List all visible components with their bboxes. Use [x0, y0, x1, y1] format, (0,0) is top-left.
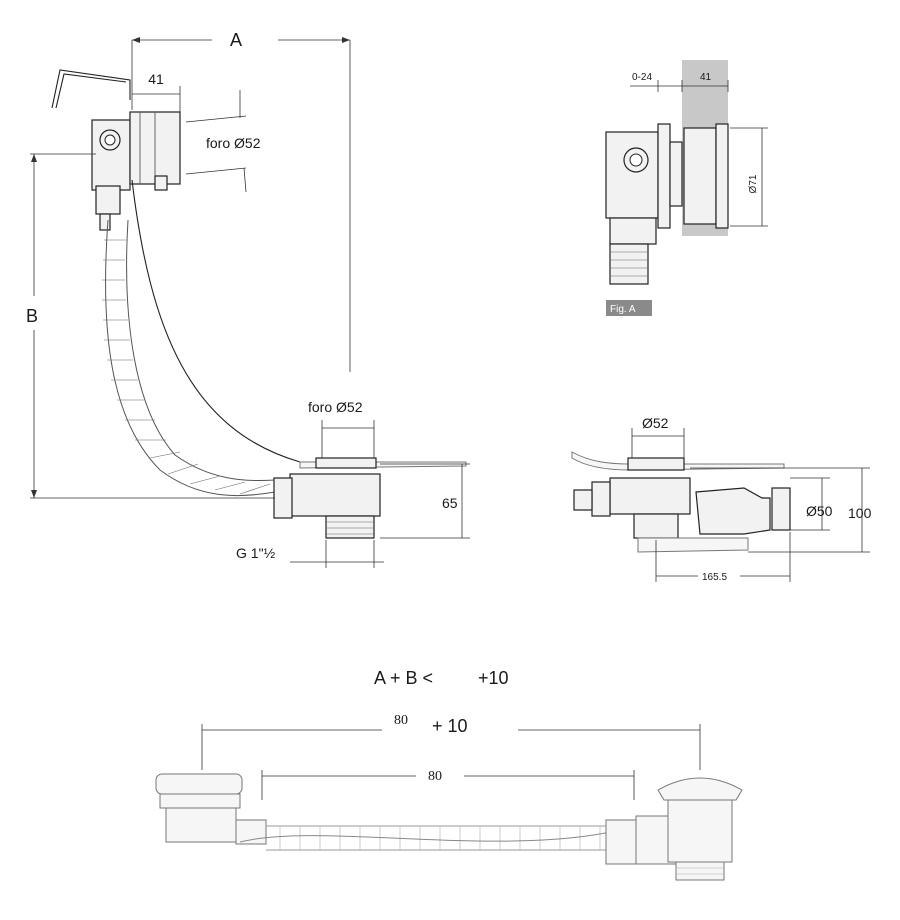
bottom-overflow-cap: [155, 773, 243, 795]
hose-nut: [273, 477, 293, 519]
dim-b-label: B: [26, 306, 38, 326]
bottom-overflow-body: [165, 807, 237, 843]
fig-a-overflow-body: [605, 131, 659, 219]
trap-1655-label: 165.5: [702, 572, 727, 583]
fig-a-tag-label: Fig. A: [610, 304, 636, 315]
dim-41-label: 41: [148, 71, 164, 87]
trap-outlet-nut: [771, 487, 791, 531]
bottom-extended-view: 80 + 10 80: [155, 713, 743, 881]
dim-65-label: 65: [442, 495, 458, 511]
thread-label: G 1"½: [236, 545, 276, 561]
trap-d50-label: Ø50: [806, 503, 833, 519]
bottom-plus-10-label: + 10: [432, 716, 468, 736]
trap-drain-body: [609, 477, 691, 515]
length-formula: A + B < +10: [374, 668, 509, 688]
dim-a-label: A: [230, 30, 242, 50]
drain-outlet: [325, 515, 375, 539]
formula-plus-label: +10: [478, 668, 509, 688]
main-assembly-view: [51, 69, 467, 539]
bottom-80-label: 80: [428, 769, 442, 784]
drain-plug: [315, 457, 377, 469]
trap-drain-plug: [627, 457, 685, 471]
foro-drain-label: foro Ø52: [308, 399, 363, 415]
main-dimensions: A B 41 foro Ø52 foro Ø52 65 G 1"½: [26, 30, 470, 568]
bottom-drain-cap: [657, 777, 743, 801]
fig-a-range-label: 0-24: [632, 72, 652, 83]
formula-label: A + B <: [374, 668, 433, 688]
foro-overflow-label: foro Ø52: [206, 135, 261, 151]
fig-a-41-label: 41: [700, 72, 712, 83]
fig-a-tag: [606, 300, 652, 316]
trap-detail: Ø52 Ø50 100 165.5: [571, 415, 872, 583]
bottom-80-plus-label: 80: [394, 713, 408, 728]
trap-d52-label: Ø52: [642, 415, 669, 431]
fig-a-detail: 0-24 41 Ø71 Fig. A: [605, 60, 768, 316]
drain-body: [289, 473, 381, 517]
trap-bottle: [695, 487, 771, 535]
trap-100-label: 100: [848, 505, 872, 521]
fig-a-d71-label: Ø71: [748, 174, 759, 193]
